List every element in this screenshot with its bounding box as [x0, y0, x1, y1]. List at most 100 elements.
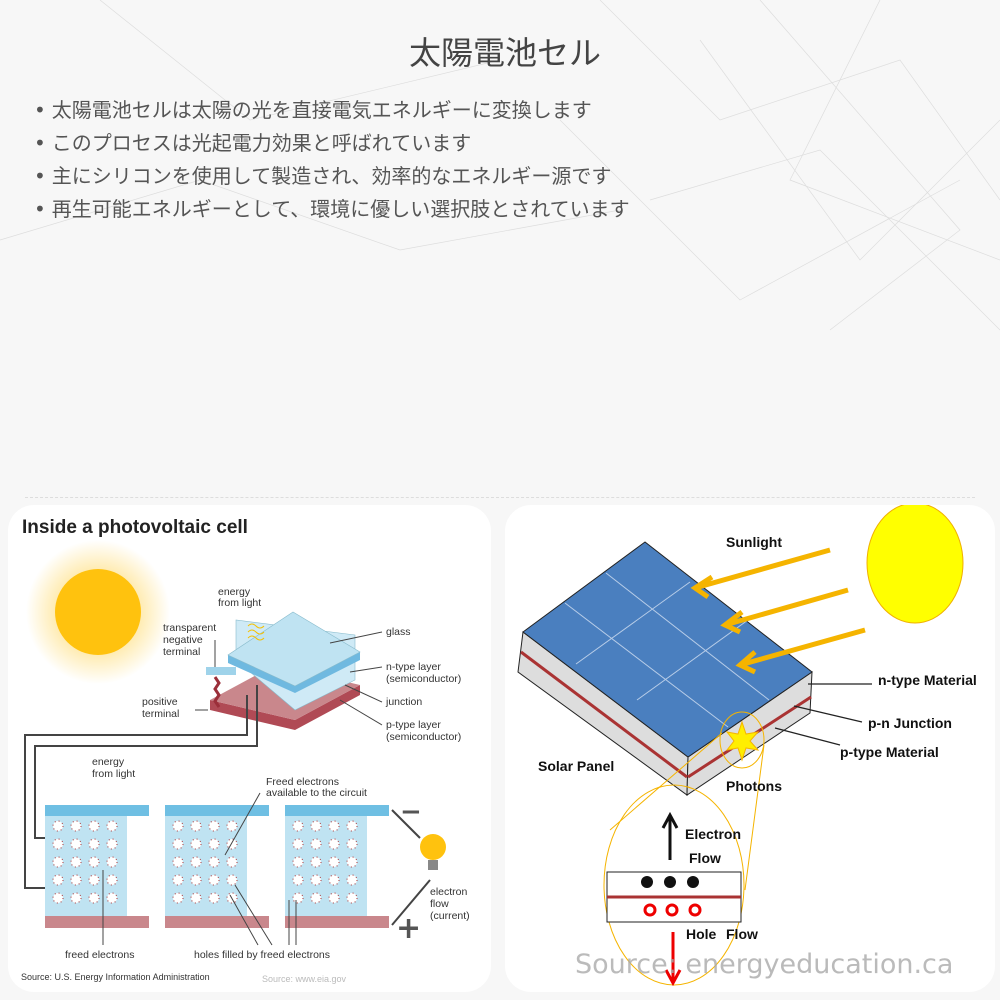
label-energy-from-light: energy — [218, 586, 251, 598]
label-transparent-negative-terminal: terminal — [163, 646, 200, 658]
atom — [328, 856, 340, 868]
p-layer — [45, 916, 149, 928]
atom — [70, 892, 82, 904]
atom — [172, 874, 184, 886]
atom — [190, 856, 202, 868]
atom — [208, 856, 220, 868]
label-solar-panel: Solar Panel — [538, 758, 614, 774]
atom — [346, 838, 358, 850]
plus-sign: + — [396, 911, 421, 946]
n-layer — [165, 805, 269, 816]
label-freed-electrons: freed electrons — [65, 949, 134, 961]
atom — [106, 892, 118, 904]
atom — [328, 874, 340, 886]
label-freed-electrons-available: available to the circuit — [266, 787, 367, 799]
atom — [208, 820, 220, 832]
source-text: Source: U.S. Energy Information Administ… — [21, 972, 210, 982]
atom — [52, 856, 64, 868]
lightbulb-icon — [420, 834, 446, 870]
atom — [226, 856, 238, 868]
atom — [346, 892, 358, 904]
atom — [292, 856, 304, 868]
atom — [106, 856, 118, 868]
photovoltaic-cell-figure: Inside a photovoltaic cell energy from l… — [8, 505, 491, 992]
atom — [190, 820, 202, 832]
label-freed-electrons-available: Freed electrons — [266, 776, 339, 788]
sun-icon — [866, 505, 964, 624]
atom — [190, 838, 202, 850]
minus-sign: − — [400, 797, 422, 827]
p-layer — [285, 916, 389, 928]
atom — [88, 856, 100, 868]
atom — [328, 838, 340, 850]
atom — [310, 838, 322, 850]
bullet-item: 主にシリコンを使用して製造され、効率的なエネルギー源です — [34, 160, 630, 193]
solar-panel-figure: Sunlight n-type Material p-n Junction p-… — [505, 505, 995, 992]
callout-lines — [774, 683, 872, 746]
label-electron-flow: flow — [430, 898, 449, 910]
sunlight-arrows — [690, 547, 866, 675]
label-transparent-negative-terminal: transparent — [163, 622, 216, 634]
atom — [172, 820, 184, 832]
atom — [190, 874, 202, 886]
label-n-type: (semiconductor) — [386, 673, 461, 685]
atom — [292, 892, 304, 904]
label-transparent-negative-terminal: negative — [163, 634, 203, 646]
atom — [52, 838, 64, 850]
atom — [310, 820, 322, 832]
label-junction: junction — [385, 696, 422, 708]
label-electron-flow: Flow — [689, 850, 721, 866]
atom — [208, 874, 220, 886]
label-p-n-junction: p-n Junction — [868, 715, 952, 731]
atom — [70, 838, 82, 850]
atom — [52, 820, 64, 832]
watermark: Source: www.eia.gov — [262, 974, 347, 984]
electron-flow-arrow — [661, 811, 679, 860]
atom — [226, 820, 238, 832]
bullet-list: 太陽電池セルは太陽の光を直接電気エネルギーに変換します このプロセスは光起電力効… — [34, 94, 630, 226]
n-layer — [285, 805, 389, 816]
atom — [52, 874, 64, 886]
atom — [310, 874, 322, 886]
cell-3d-illustration — [206, 611, 361, 730]
label-energy-from-light-2: from light — [92, 768, 135, 780]
label-n-type-material: n-type Material — [878, 672, 977, 688]
label-energy-from-light: from light — [218, 597, 261, 609]
atom — [106, 820, 118, 832]
atom — [88, 892, 100, 904]
callout-lines — [195, 631, 383, 726]
label-hole-flow: Hole — [686, 926, 717, 942]
atom — [346, 874, 358, 886]
atom — [328, 820, 340, 832]
label-positive-terminal: terminal — [142, 708, 179, 720]
atom — [292, 820, 304, 832]
atom — [88, 874, 100, 886]
bullet-item: 再生可能エネルギーとして、環境に優しい選択肢とされています — [34, 193, 630, 226]
atom — [226, 874, 238, 886]
figure-title: Inside a photovoltaic cell — [22, 517, 248, 538]
n-layer — [45, 805, 149, 816]
label-p-type: (semiconductor) — [386, 731, 461, 743]
atom — [52, 892, 64, 904]
label-p-type-material: p-type Material — [840, 744, 939, 760]
sun-icon — [55, 569, 141, 655]
atom — [292, 874, 304, 886]
atom — [346, 856, 358, 868]
atom — [172, 856, 184, 868]
bullet-item: 太陽電池セルは太陽の光を直接電気エネルギーに変換します — [34, 94, 630, 127]
label-holes-filled: holes filled by freed electrons — [194, 949, 330, 961]
label-p-type: p-type layer — [386, 719, 441, 731]
atom — [292, 838, 304, 850]
label-photons: Photons — [726, 778, 782, 794]
atom — [328, 892, 340, 904]
label-positive-terminal: positive — [142, 696, 178, 708]
label-energy-from-light-2: energy — [92, 756, 125, 768]
atom — [70, 820, 82, 832]
label-electron-flow: Electron — [685, 826, 741, 842]
atom — [70, 856, 82, 868]
atom — [106, 874, 118, 886]
divider — [25, 497, 975, 498]
atom — [226, 838, 238, 850]
atom — [106, 838, 118, 850]
atom — [190, 892, 202, 904]
